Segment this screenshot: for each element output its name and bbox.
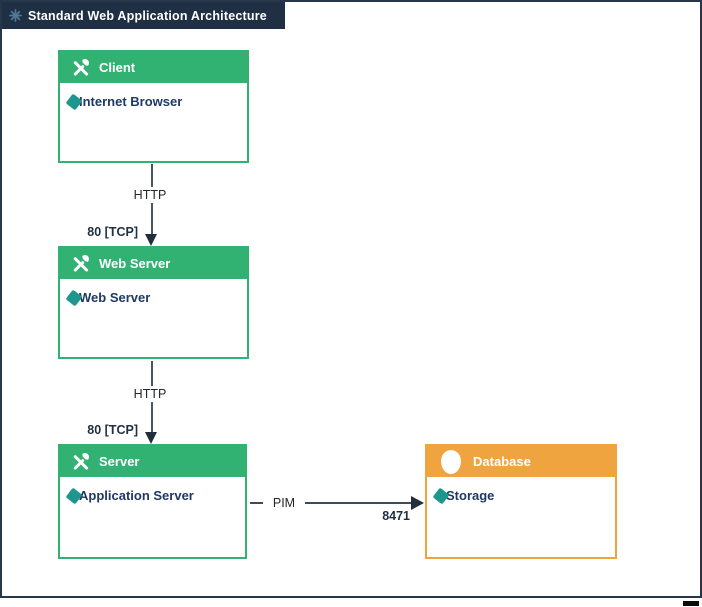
connection-protocol-label[interactable]: HTTP xyxy=(127,187,173,203)
item-label: Application Server xyxy=(79,488,194,503)
node-title: Server xyxy=(99,454,140,469)
connection-server-database-line[interactable] xyxy=(250,502,412,504)
connection-port-label[interactable]: 80 [TCP] xyxy=(87,225,138,239)
node-server[interactable]: Server Application Server xyxy=(58,444,247,559)
tools-icon xyxy=(70,57,91,78)
node-web-server[interactable]: Web Server Web Server xyxy=(58,246,249,359)
node-server-body: Application Server xyxy=(60,477,245,504)
node-item[interactable]: Application Server xyxy=(60,477,245,504)
connection-client-webserver-arrowhead xyxy=(145,234,157,246)
node-item[interactable]: Internet Browser xyxy=(60,83,247,110)
node-title: Web Server xyxy=(99,256,171,271)
node-database[interactable]: Database Storage xyxy=(425,444,617,559)
node-client-header[interactable]: Client xyxy=(60,52,247,83)
tools-icon xyxy=(70,253,91,274)
connection-port-label[interactable]: 8471 xyxy=(382,509,410,523)
node-item[interactable]: Storage xyxy=(427,477,615,504)
asterisk-icon xyxy=(9,9,22,22)
connection-webserver-server-arrowhead xyxy=(145,432,157,444)
node-web-server-header[interactable]: Web Server xyxy=(60,248,247,279)
node-database-header[interactable]: Database xyxy=(427,446,615,477)
node-client-body: Internet Browser xyxy=(60,83,247,110)
connection-port-label[interactable]: 80 [TCP] xyxy=(87,423,138,437)
node-title: Client xyxy=(99,60,136,75)
diagram-title: Standard Web Application Architecture xyxy=(28,8,267,23)
database-icon xyxy=(441,449,461,474)
item-label: Storage xyxy=(446,488,495,503)
tools-icon xyxy=(70,451,91,472)
node-server-header[interactable]: Server xyxy=(60,446,245,477)
node-client[interactable]: Client Internet Browser xyxy=(58,50,249,163)
item-label: Internet Browser xyxy=(79,94,183,109)
item-label: Web Server xyxy=(79,290,151,305)
node-title: Database xyxy=(473,454,531,469)
connection-protocol-label[interactable]: PIM xyxy=(263,495,305,511)
resize-handle[interactable] xyxy=(683,601,699,606)
node-web-server-body: Web Server xyxy=(60,279,247,306)
connection-protocol-label[interactable]: HTTP xyxy=(127,386,173,402)
node-item[interactable]: Web Server xyxy=(60,279,247,306)
connection-server-database-arrowhead xyxy=(411,496,424,510)
node-database-body: Storage xyxy=(427,477,615,504)
diagram-title-bar: Standard Web Application Architecture xyxy=(2,2,285,29)
